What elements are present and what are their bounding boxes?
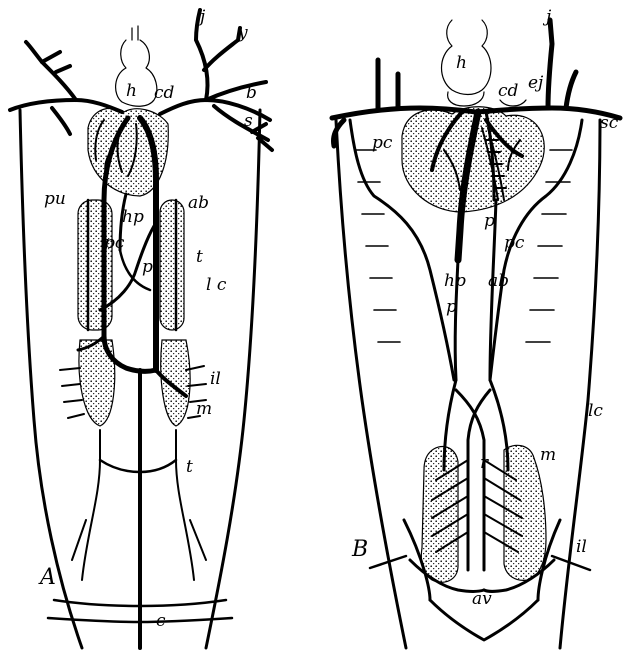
label-a-ab: ab	[188, 193, 209, 213]
panel-a-left-lung	[78, 200, 112, 330]
label-b-j: j	[542, 7, 552, 27]
label-b-m: m	[540, 445, 556, 465]
label-a-lc: l c	[206, 275, 227, 295]
label-b-letter: B	[351, 537, 368, 562]
label-b-ab: ab	[488, 271, 509, 291]
label-b-pc2: pc	[504, 233, 525, 253]
label-a-cd: cd	[154, 83, 175, 103]
label-a-p: p	[142, 257, 153, 277]
label-a-pu: pu	[44, 189, 66, 209]
label-a-t: t	[196, 247, 203, 267]
panel-b-right-kidney	[504, 445, 546, 580]
label-b-sc: sc	[600, 113, 619, 133]
panel-a-right-lung	[160, 200, 184, 330]
panel-a-right-kidney	[161, 340, 190, 426]
label-a-y: y	[237, 23, 248, 43]
label-b-pc: pc	[372, 133, 393, 153]
label-b-ej: ej	[528, 73, 544, 93]
panel-a: A h cd j y b s pu hp ab pc p t l c il m …	[10, 7, 272, 648]
label-b-av: av	[472, 589, 492, 609]
label-a-hp: hp	[122, 207, 144, 227]
label-a-m: m	[196, 399, 212, 419]
label-a-pc: pc	[104, 233, 125, 253]
label-b-il: il	[576, 537, 587, 557]
panel-b-iliac	[370, 556, 590, 570]
label-b-h: h	[456, 53, 467, 73]
label-a-b: b	[246, 83, 257, 103]
label-b-hp: hp	[444, 271, 466, 291]
label-a-s: s	[244, 111, 253, 131]
label-a-t2: t	[186, 457, 193, 477]
label-a-il: il	[210, 369, 221, 389]
label-b-lc: lc	[588, 401, 603, 421]
label-b-r: r	[480, 453, 489, 473]
label-a-letter: A	[38, 565, 56, 590]
label-b-p2: p	[446, 297, 457, 317]
label-b-cd: cd	[498, 81, 519, 101]
panel-b: B h cd ej j sc pc p pc hp ab p lc m r il…	[332, 7, 620, 648]
label-a-c: c	[156, 611, 166, 631]
label-a-h: h	[126, 81, 137, 101]
label-b-p: p	[484, 211, 495, 231]
